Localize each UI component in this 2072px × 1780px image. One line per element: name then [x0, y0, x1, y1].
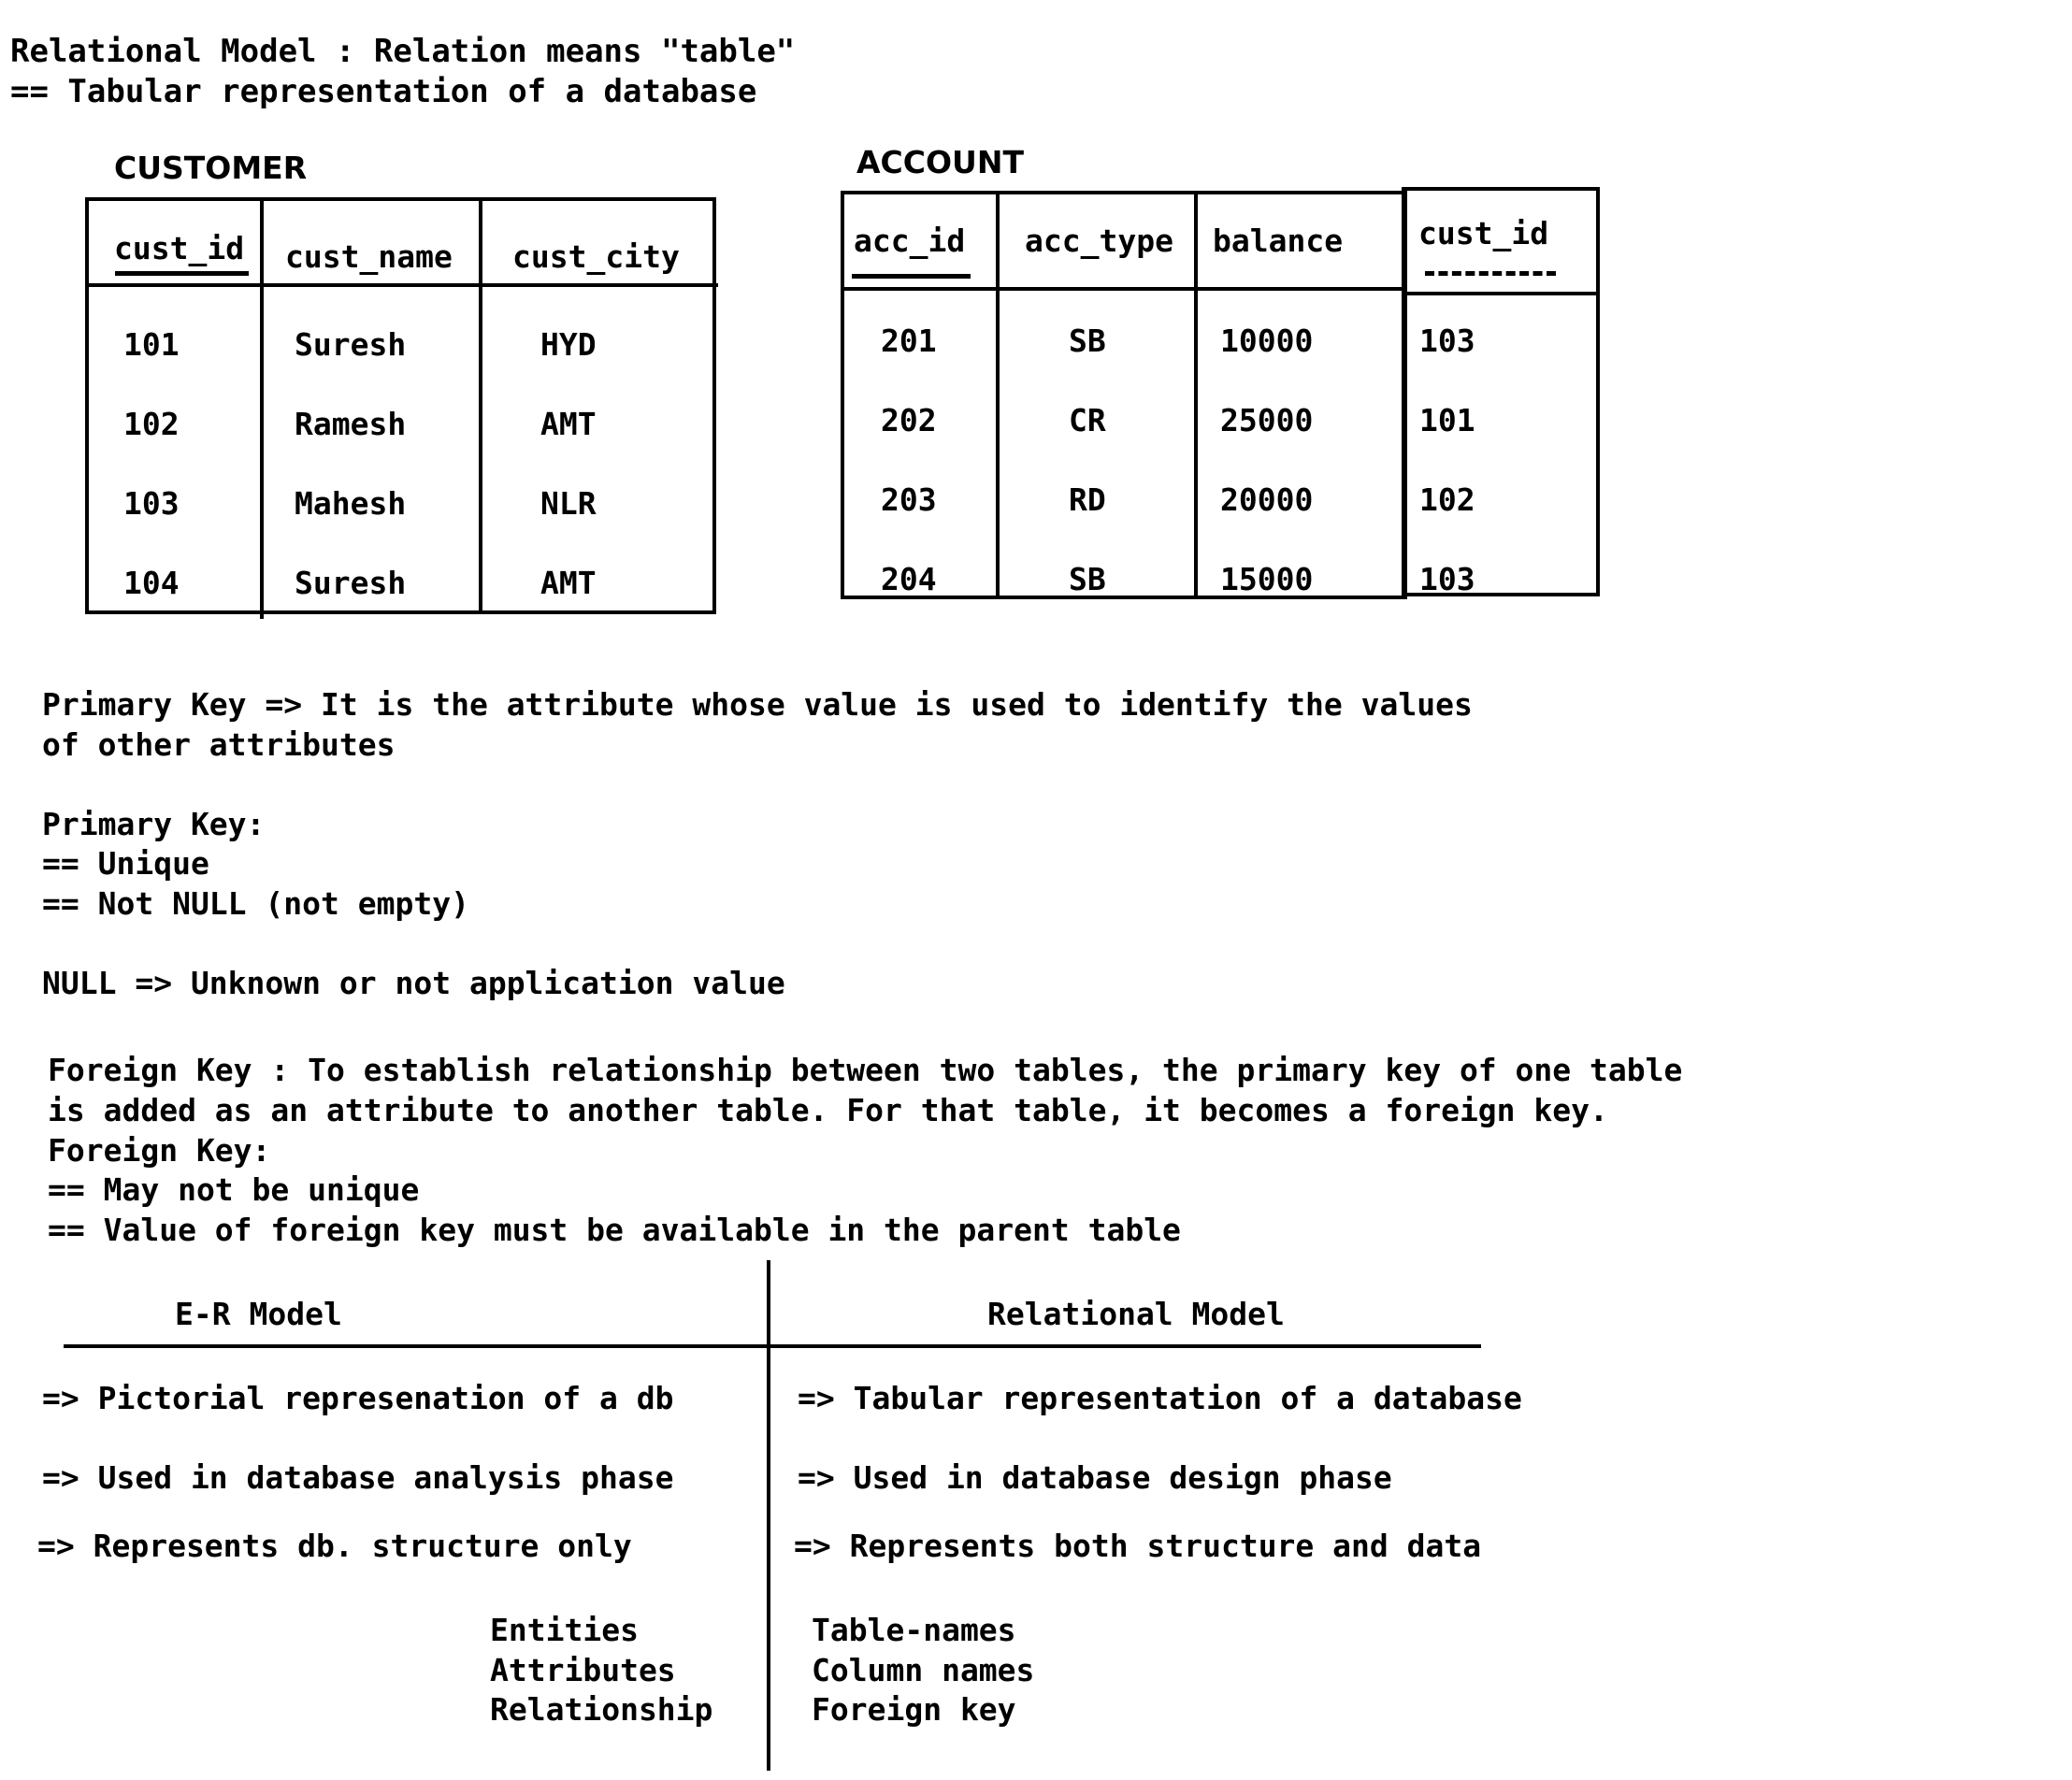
- er-term-relationship: Relationship: [490, 1691, 713, 1728]
- primary-key-underline: [115, 271, 249, 276]
- customer-col-divider-2: [479, 197, 482, 614]
- table-cell: 102: [1419, 481, 1475, 518]
- table-cell: 20000: [1220, 481, 1314, 518]
- primary-key-definition-line-2: of other attributes: [42, 726, 396, 763]
- table-cell: AMT: [540, 565, 597, 601]
- account-header-balance: balance: [1213, 222, 1344, 259]
- table-cell: SB: [1069, 323, 1106, 359]
- heading-line-2: == Tabular representation of a database: [10, 73, 757, 110]
- table-cell: 15000: [1220, 561, 1314, 597]
- table-cell: 101: [1419, 402, 1475, 438]
- comparison-header-divider: [64, 1344, 1481, 1348]
- primary-key-underline: [852, 274, 971, 279]
- relational-point-tabular: => Tabular representation of a database: [798, 1380, 1522, 1416]
- foreign-key-rule-not-unique: == May not be unique: [48, 1171, 420, 1208]
- table-cell: 103: [1419, 561, 1475, 597]
- foreign-key-title: Foreign Key:: [48, 1132, 271, 1169]
- account-table-border: [841, 191, 1407, 599]
- table-cell: SB: [1069, 561, 1106, 597]
- foreign-key-rule-parent-value: == Value of foreign key must be availabl…: [48, 1212, 1181, 1248]
- relational-point-structure-and-data: => Represents both structure and data: [794, 1528, 1482, 1564]
- relational-term-column-names: Column names: [812, 1652, 1035, 1688]
- relational-term-table-names: Table-names: [812, 1612, 1016, 1648]
- table-cell: AMT: [540, 406, 597, 442]
- account-col-divider-2: [1194, 191, 1198, 599]
- account-col-divider-1: [996, 191, 1000, 599]
- account-header-cust-id: cust_id: [1418, 215, 1549, 251]
- customer-header-cust-city: cust_city: [512, 238, 680, 275]
- customer-header-cust-name: cust_name: [285, 238, 453, 275]
- er-term-entities: Entities: [490, 1612, 639, 1648]
- table-cell: HYD: [540, 326, 597, 363]
- customer-col-divider-1: [260, 197, 264, 619]
- relational-model-header: Relational Model: [987, 1296, 1285, 1332]
- primary-key-definition-line-1: Primary Key => It is the attribute whose…: [42, 686, 1473, 723]
- table-cell: 204: [881, 561, 937, 597]
- table-cell: 201: [881, 323, 937, 359]
- account-table-caption: ACCOUNT: [856, 144, 1024, 180]
- account-header-acc-id: acc_id: [854, 222, 966, 259]
- account-fk-header-divider: [1402, 292, 1600, 295]
- table-cell: 101: [123, 326, 180, 363]
- null-definition: NULL => Unknown or not application value: [42, 965, 785, 1001]
- primary-key-title: Primary Key:: [42, 806, 266, 842]
- relational-term-foreign-key: Foreign key: [812, 1691, 1016, 1728]
- table-cell: 203: [881, 481, 937, 518]
- account-header-acc-type: acc_type: [1025, 222, 1173, 259]
- er-point-pictorial: => Pictorial represenation of a db: [42, 1380, 674, 1416]
- customer-table-caption: CUSTOMER: [114, 150, 308, 186]
- heading-line-1: Relational Model : Relation means "table…: [10, 33, 796, 70]
- customer-table-border: [85, 197, 716, 614]
- primary-key-rule-not-null: == Not NULL (not empty): [42, 885, 469, 922]
- table-cell: Ramesh: [295, 406, 407, 442]
- relational-point-design-phase: => Used in database design phase: [798, 1459, 1392, 1496]
- primary-key-rule-unique: == Unique: [42, 845, 209, 882]
- account-header-divider: [841, 287, 1402, 291]
- table-cell: 102: [123, 406, 180, 442]
- customer-header-cust-id: cust_id: [114, 230, 245, 266]
- account-fk-column-border: [1402, 187, 1600, 596]
- table-cell: 103: [123, 485, 180, 522]
- table-cell: 104: [123, 565, 180, 601]
- table-cell: Suresh: [295, 565, 407, 601]
- table-cell: 103: [1419, 323, 1475, 359]
- er-model-header: E-R Model: [175, 1296, 342, 1332]
- table-cell: 10000: [1220, 323, 1314, 359]
- table-cell: Mahesh: [295, 485, 407, 522]
- customer-header-divider: [85, 283, 718, 287]
- table-cell: 25000: [1220, 402, 1314, 438]
- foreign-key-underline: [1425, 271, 1556, 276]
- table-cell: 202: [881, 402, 937, 438]
- table-cell: CR: [1069, 402, 1106, 438]
- foreign-key-definition-line-1: Foreign Key : To establish relationship …: [48, 1052, 1683, 1088]
- table-cell: RD: [1069, 481, 1106, 518]
- foreign-key-definition-line-2: is added as an attribute to another tabl…: [48, 1092, 1608, 1128]
- table-cell: NLR: [540, 485, 597, 522]
- er-point-analysis-phase: => Used in database analysis phase: [42, 1459, 674, 1496]
- comparison-vertical-divider: [767, 1260, 770, 1771]
- er-point-structure-only: => Represents db. structure only: [37, 1528, 632, 1564]
- er-term-attributes: Attributes: [490, 1652, 676, 1688]
- table-cell: Suresh: [295, 326, 407, 363]
